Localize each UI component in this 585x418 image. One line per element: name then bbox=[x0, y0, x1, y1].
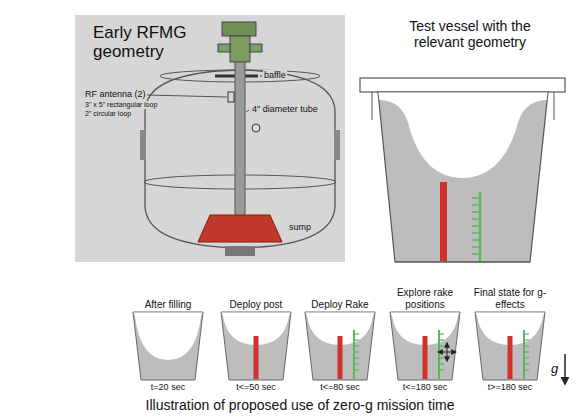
time-label: t=20 sec bbox=[151, 382, 185, 392]
part-label: 4" diameter tube bbox=[251, 104, 319, 114]
rake-tick bbox=[472, 246, 480, 248]
gravity-label: g bbox=[551, 362, 558, 377]
sequence-vessel bbox=[475, 312, 545, 380]
time-label: t<=50 sec bbox=[236, 382, 276, 392]
rake-tick bbox=[472, 225, 480, 227]
sequence-vessel bbox=[390, 312, 460, 380]
part-label: baffle bbox=[263, 70, 287, 80]
gravity-arrow bbox=[564, 354, 566, 384]
rake-tick bbox=[472, 204, 480, 206]
step-title: After filling bbox=[128, 299, 208, 311]
time-label: t<=180 sec bbox=[403, 382, 448, 392]
part-label: RF antenna (2) bbox=[84, 89, 147, 99]
step-title: Deploy Rake bbox=[300, 299, 380, 311]
sequence-vessel bbox=[305, 312, 375, 380]
rake-tick bbox=[472, 232, 480, 234]
rake-tick bbox=[472, 253, 480, 255]
test-vessel bbox=[360, 78, 565, 262]
rake-tick bbox=[472, 239, 480, 241]
part-label: 3" x 5" rectangular loop bbox=[84, 101, 158, 109]
step-title: Final state for g-effects bbox=[470, 287, 550, 310]
step-title: Deploy post bbox=[216, 299, 296, 311]
caption: Illustration of proposed use of zero-g m… bbox=[146, 397, 455, 413]
vessel-title: Test vessel with the relevant geometry bbox=[400, 18, 540, 50]
rake-tick bbox=[472, 197, 480, 199]
time-label: t<=80 sec bbox=[320, 382, 360, 392]
rake-tick bbox=[472, 218, 480, 220]
panel-title: Early RFMG geometry bbox=[93, 24, 221, 61]
time-label: t>=180 sec bbox=[488, 382, 533, 392]
sequence-vessel bbox=[221, 312, 291, 380]
part-label: sump bbox=[288, 222, 312, 232]
rake-tick bbox=[472, 211, 480, 213]
sequence-vessel bbox=[133, 312, 203, 380]
part-label: 2" circular loop bbox=[84, 110, 132, 118]
step-title: Explore rake positions bbox=[385, 287, 465, 310]
